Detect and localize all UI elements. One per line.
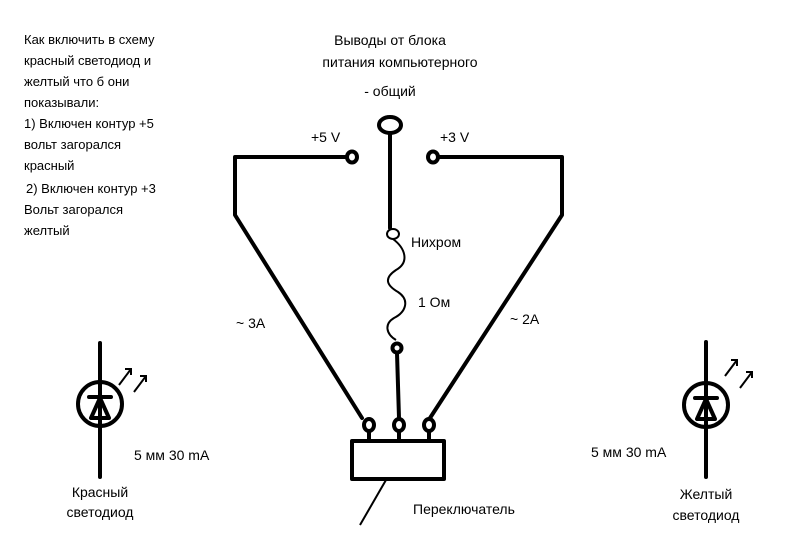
question-line: Как включить в схему xyxy=(24,32,155,47)
question-line: желтый xyxy=(24,223,70,238)
question-line: желтый что б они xyxy=(24,74,130,89)
yellow-led-symbol xyxy=(682,340,753,479)
switch-terminals xyxy=(362,417,436,443)
question-line: 2) Включен контур +3 xyxy=(26,181,156,196)
yellow-led-name-line-2: светодиод xyxy=(672,507,740,523)
question-line: Вольт загорался xyxy=(24,202,123,217)
yellow-led-name-line-1: Желтый xyxy=(679,486,733,502)
nichrome-label: Нихром xyxy=(411,234,462,250)
current-right-label: ~ 2A xyxy=(510,311,540,327)
header-line-3: - общий xyxy=(364,83,416,99)
nichrome-resistor xyxy=(386,228,407,355)
plus5-wire xyxy=(233,149,364,420)
switch xyxy=(350,439,446,526)
common-terminal xyxy=(377,115,403,230)
red-led-name-line-2: светодиод xyxy=(66,504,134,520)
plus5-label: +5 V xyxy=(311,129,341,145)
yellow-led-spec: 5 мм 30 mA xyxy=(591,444,667,460)
question-line: вольт загорался xyxy=(24,137,122,152)
question-line: показывали: xyxy=(24,95,100,110)
red-led-name-line-1: Красный xyxy=(71,484,129,500)
resistance-label: 1 Ом xyxy=(418,294,451,310)
question-line: 1) Включен контур +5 xyxy=(24,116,154,131)
red-led-spec: 5 мм 30 mA xyxy=(134,447,210,463)
question-line: красный светодиод и xyxy=(24,53,152,68)
red-led-symbol xyxy=(76,341,147,479)
current-left-label: ~ 3A xyxy=(236,315,266,331)
header-line-1: Выводы от блока xyxy=(334,32,446,48)
common-wire xyxy=(395,351,401,420)
switch-label: Переключатель xyxy=(413,501,515,517)
header-line-2: питания компьютерного xyxy=(322,54,478,70)
plus3-wire xyxy=(426,149,564,420)
plus3-label: +3 V xyxy=(440,129,470,145)
question-line: красный xyxy=(24,158,75,173)
